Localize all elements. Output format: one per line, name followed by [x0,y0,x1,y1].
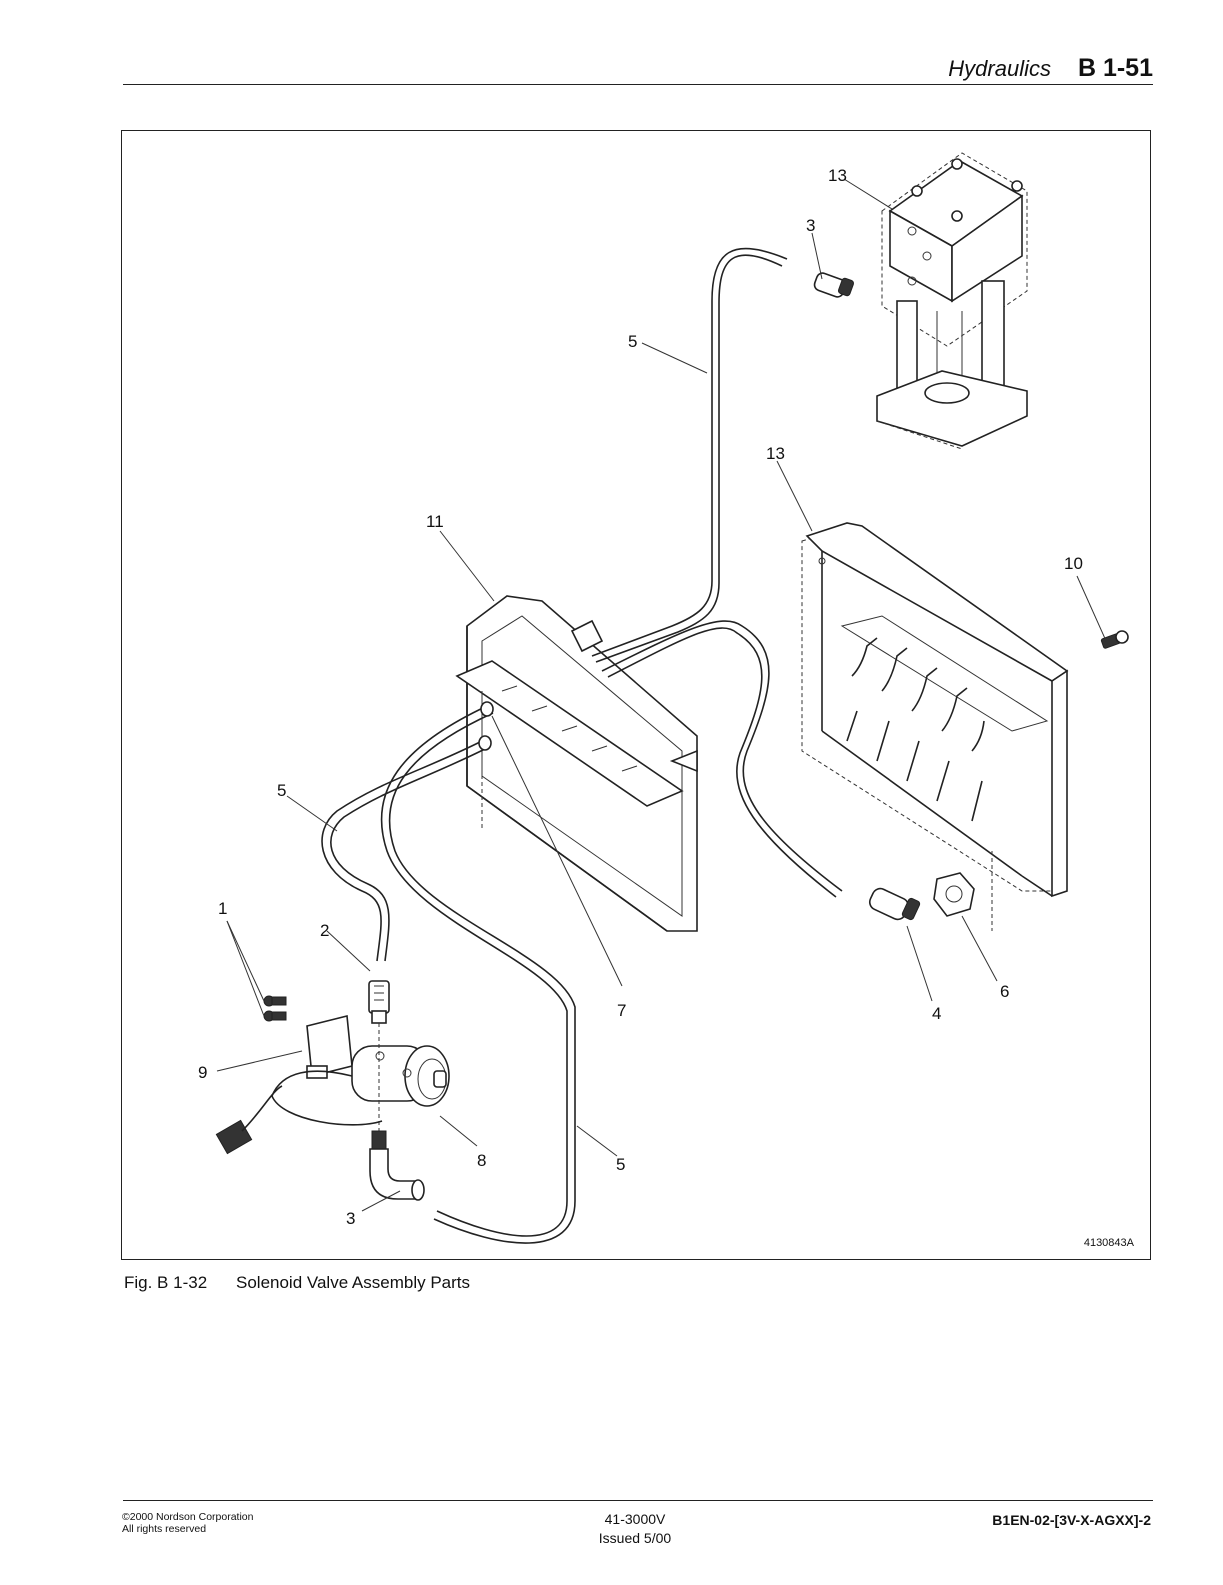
screw-illustration [1101,631,1128,649]
callout-7: 7 [617,1001,626,1020]
callout-5-bottom: 5 [616,1155,625,1174]
callout-2: 2 [320,921,329,940]
callout-4: 4 [932,1004,941,1023]
rights-line: All rights reserved [122,1523,253,1535]
document-code: B1EN-02-[3V-X-AGXX]-2 [992,1512,1151,1528]
elbow-fitting-top-illustration [813,271,855,298]
footer-copyright: ©2000 Nordson Corporation All rights res… [122,1511,253,1535]
callout-6: 6 [1000,982,1009,1001]
callout-13-pump: 13 [828,166,847,185]
callout-3-top: 3 [806,216,815,235]
copyright-line: ©2000 Nordson Corporation [122,1511,253,1523]
footer-manual-info: 41-3000V Issued 5/00 [560,1510,710,1548]
figure-title: Solenoid Valve Assembly Parts [236,1273,470,1292]
callout-5-top: 5 [628,332,637,351]
header-divider [123,84,1153,85]
figure-frame: 13 3 5 13 11 10 5 7 1 2 9 8 5 3 4 6 4130… [121,130,1151,1260]
pump-assembly-illustration [877,153,1027,449]
footer-divider [123,1500,1153,1501]
callout-5-left: 5 [277,781,286,800]
callout-10: 10 [1064,554,1083,573]
manual-number: 41-3000V [560,1510,710,1529]
figure-number: Fig. B 1-32 [124,1273,236,1293]
cover-panel-illustration [802,523,1067,931]
callout-1: 1 [218,899,227,918]
exploded-parts-drawing: 13 3 5 13 11 10 5 7 1 2 9 8 5 3 4 6 [122,131,1152,1261]
manifold-frame-illustration [457,596,697,931]
page-number: B 1-51 [1078,54,1153,83]
callout-11: 11 [426,512,444,531]
drawing-number: 4130843A [1084,1237,1134,1249]
solenoid-valve-illustration [216,981,449,1200]
callout-8: 8 [477,1151,486,1170]
callout-9: 9 [198,1063,207,1082]
callout-3-bottom: 3 [346,1209,355,1228]
section-title: Hydraulics [948,56,1051,82]
elbow-fitting-right-illustration [867,873,974,922]
issue-date: Issued 5/00 [560,1529,710,1548]
callout-13-cover: 13 [766,444,785,463]
